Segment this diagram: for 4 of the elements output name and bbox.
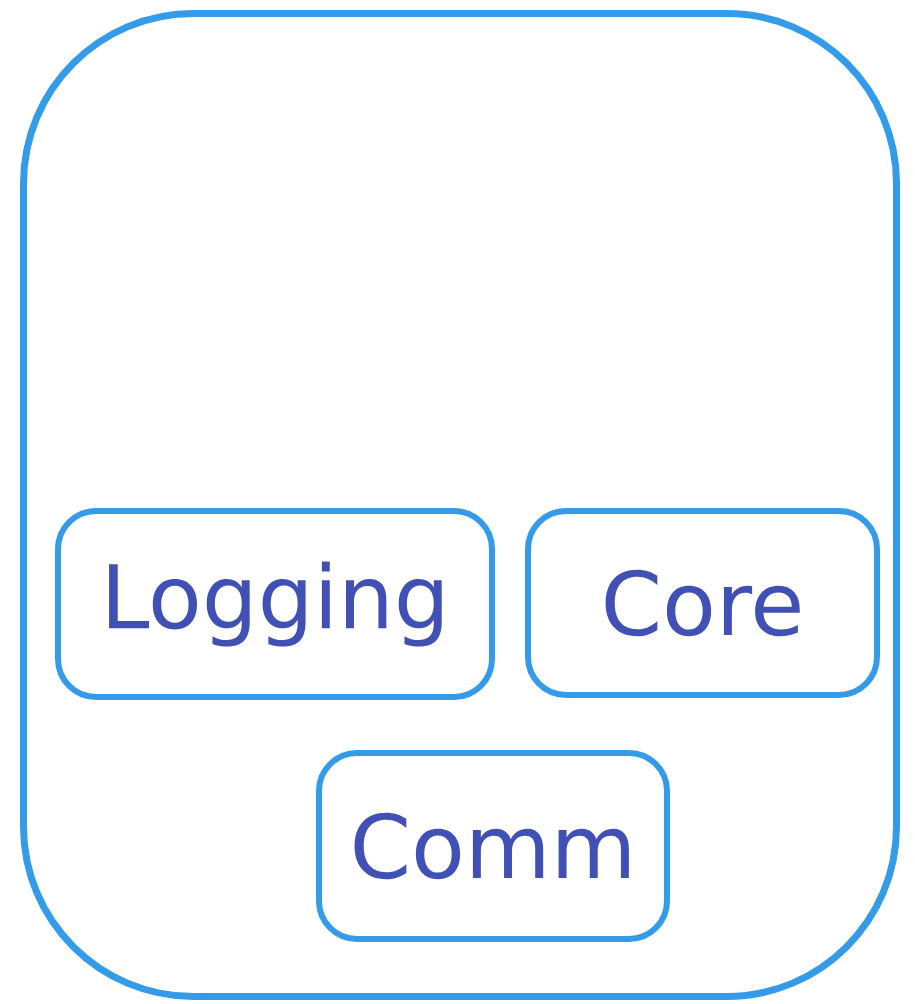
module-box: Logging — [55, 508, 495, 700]
module-box: Core — [525, 508, 880, 698]
module-box: Comm — [316, 750, 670, 942]
container-box — [20, 10, 900, 1000]
